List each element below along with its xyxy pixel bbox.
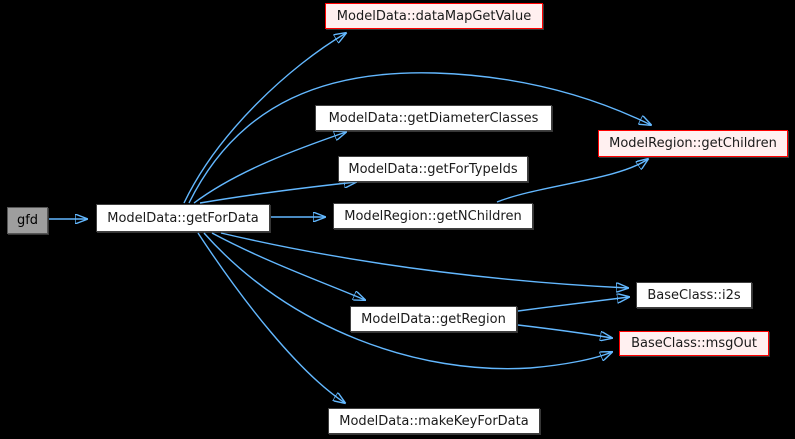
node-getNChildren[interactable]: ModelRegion::getNChildren <box>333 203 533 229</box>
edge-getNChildren-getChildren <box>496 159 648 203</box>
node-label: ModelData::getForTypeIds <box>348 161 518 177</box>
node-getRegion[interactable]: ModelData::getRegion <box>350 306 517 332</box>
edge-getForData-getChildren <box>188 72 651 204</box>
node-getChildren[interactable]: ModelRegion::getChildren <box>598 130 788 157</box>
node-label: gfd <box>16 213 39 228</box>
edge-getRegion-msgOut <box>517 324 612 338</box>
edge-getForData-msgOut <box>203 232 612 370</box>
node-dataMapGetValue[interactable]: ModelData::dataMapGetValue <box>325 3 543 29</box>
node-label: ModelRegion::getChildren <box>609 136 777 151</box>
edge-getForData-dataMapGetValue <box>183 33 346 204</box>
node-gfd[interactable]: gfd <box>7 207 48 234</box>
node-label: ModelData::getRegion <box>361 311 506 327</box>
node-makeKeyForData[interactable]: ModelData::makeKeyForData <box>328 408 540 434</box>
node-label: BaseClass::i2s <box>647 287 741 303</box>
edge-getRegion-i2s <box>517 297 629 312</box>
node-getForTypeIds[interactable]: ModelData::getForTypeIds <box>338 156 528 182</box>
node-label: BaseClass::msgOut <box>631 336 757 351</box>
edge-getForData-makeKeyForData <box>197 232 345 403</box>
edge-getForData-getDiameterClasses <box>193 132 346 204</box>
node-label: ModelData::getForData <box>107 210 259 226</box>
node-msgOut[interactable]: BaseClass::msgOut <box>619 331 769 356</box>
edge-getForData-getRegion <box>211 232 365 300</box>
node-getForData[interactable]: ModelData::getForData <box>96 204 270 232</box>
node-label: ModelData::makeKeyForData <box>339 413 529 429</box>
node-label: ModelData::getDiameterClasses <box>328 110 539 126</box>
node-getDiameterClasses[interactable]: ModelData::getDiameterClasses <box>315 105 552 131</box>
edge-getForData-getForTypeIds <box>199 182 356 204</box>
node-i2s[interactable]: BaseClass::i2s <box>636 282 752 308</box>
node-label: ModelRegion::getNChildren <box>344 208 522 224</box>
node-label: ModelData::dataMapGetValue <box>336 8 532 24</box>
edge-getForData-i2s <box>220 232 628 288</box>
